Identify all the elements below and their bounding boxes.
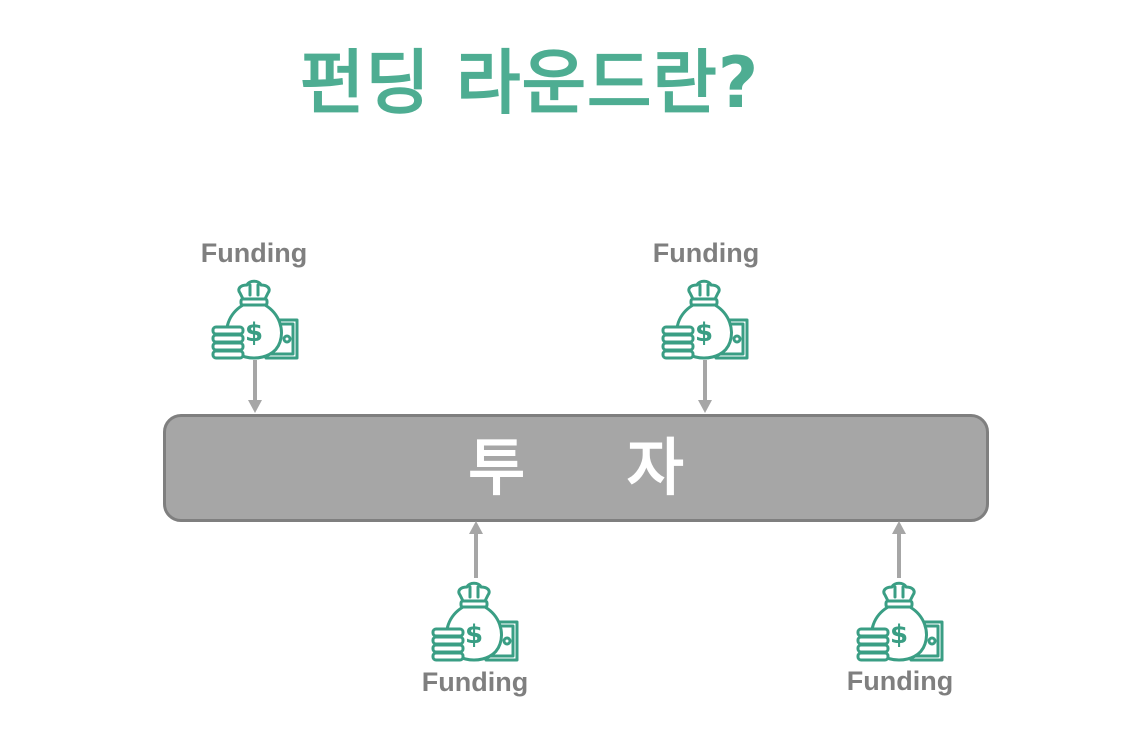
svg-text:$: $ — [695, 318, 713, 348]
svg-text:$: $ — [465, 620, 483, 650]
funding-label-1: Funding — [200, 238, 308, 268]
funding-label-4: Funding — [846, 666, 954, 696]
slide-title: 펀딩 라운드란? — [300, 42, 760, 124]
money-bag-icon: $ — [211, 279, 299, 360]
svg-text:$: $ — [245, 318, 263, 348]
investment-box: 투 자 — [163, 414, 989, 522]
funding-label-3: Funding — [421, 667, 529, 697]
money-bag-icon: $ — [856, 581, 944, 662]
arrow-up-2 — [892, 521, 906, 578]
money-bag-icon: $ — [431, 581, 519, 662]
money-bag-icon: $ — [661, 279, 749, 360]
arrow-up-1 — [469, 521, 483, 578]
investment-label: 투 자 — [468, 431, 724, 504]
funding-label-2: Funding — [652, 238, 760, 268]
arrow-down-2 — [698, 360, 712, 413]
arrow-down-1 — [248, 360, 262, 413]
svg-text:$: $ — [890, 620, 908, 650]
